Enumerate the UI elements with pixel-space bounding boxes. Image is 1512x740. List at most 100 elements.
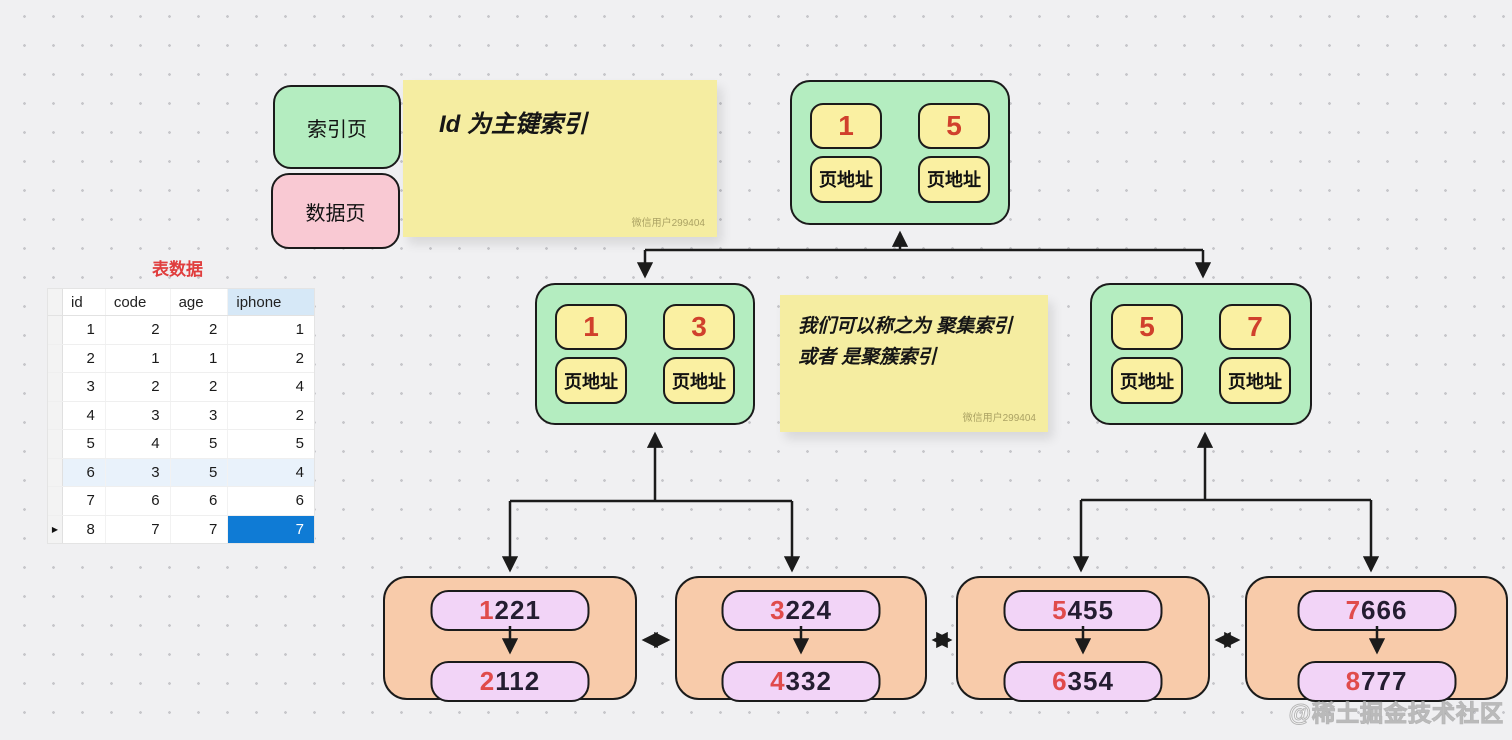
row-selector-header bbox=[48, 289, 63, 315]
row-values: 332 bbox=[785, 666, 832, 696]
cell: 4 bbox=[295, 378, 304, 396]
cell: 5 bbox=[295, 435, 304, 453]
index-node-root[interactable]: 1 页地址 5 页地址 bbox=[790, 80, 1010, 225]
row-selector bbox=[48, 401, 63, 429]
index-node-left[interactable]: 1 页地址 3 页地址 bbox=[535, 283, 755, 425]
row-selector bbox=[48, 458, 63, 486]
note-watermark: 微信用户299404 bbox=[962, 413, 1036, 424]
row-selector bbox=[48, 487, 63, 515]
cell: 4 bbox=[228, 458, 314, 486]
cell: 3 bbox=[63, 373, 106, 401]
row-values: 666 bbox=[1361, 595, 1408, 625]
note-primary-key-text: Id 为主键索引 bbox=[439, 111, 587, 138]
index-key-box: 1 bbox=[555, 304, 627, 350]
cell: 2 bbox=[295, 349, 304, 367]
column-header-age: age bbox=[171, 289, 229, 315]
row-id: 7 bbox=[1345, 595, 1362, 625]
table-row: 3 2 2 4 bbox=[48, 373, 314, 402]
table-title: 表数据 bbox=[152, 260, 203, 279]
cell: 7 bbox=[171, 515, 229, 543]
cell: 1 bbox=[295, 321, 304, 339]
community-watermark: @稀土掘金技术社区 bbox=[1288, 700, 1504, 727]
row-id: 8 bbox=[1345, 666, 1362, 696]
table-row: 4 3 3 2 bbox=[48, 401, 314, 430]
row-id: 2 bbox=[479, 666, 496, 696]
note-clustered-index[interactable]: 我们可以称之为 聚集索引 或者 是聚簇索引 微信用户299404 bbox=[780, 295, 1048, 432]
row-values: 112 bbox=[495, 666, 541, 696]
page-address-box: 页地址 bbox=[1111, 357, 1183, 404]
table-row: 7 6 6 6 bbox=[48, 487, 314, 516]
row-id: 4 bbox=[770, 666, 786, 696]
table-row: 1 2 2 1 bbox=[48, 316, 314, 345]
legend-index-page[interactable]: 索引页 bbox=[273, 85, 401, 169]
note-watermark: 微信用户299404 bbox=[631, 218, 705, 229]
current-row-marker: ▶ bbox=[48, 515, 63, 543]
index-key: 5 bbox=[946, 109, 962, 141]
index-key: 1 bbox=[838, 109, 854, 141]
table-row: 2 1 1 2 bbox=[48, 344, 314, 373]
cell: 2 bbox=[171, 316, 229, 344]
cell: 2 bbox=[295, 406, 304, 424]
table-row: 6 3 5 4 bbox=[48, 458, 314, 487]
row-selector bbox=[48, 373, 63, 401]
index-key-box: 5 bbox=[918, 102, 990, 149]
page-address-box: 页地址 bbox=[1219, 357, 1291, 404]
cell: 6 bbox=[295, 492, 304, 510]
row-selector bbox=[48, 316, 63, 344]
cell: 6 bbox=[106, 487, 171, 515]
cell: 2 bbox=[106, 316, 171, 344]
cell: 7 bbox=[106, 515, 171, 543]
page-address-box: 页地址 bbox=[810, 155, 882, 203]
cell: 6 bbox=[63, 458, 106, 486]
row-id: 1 bbox=[479, 595, 495, 625]
legend-data-page[interactable]: 数据页 bbox=[271, 173, 400, 249]
table-row-current: ▶ 8 7 7 7 bbox=[48, 515, 314, 543]
cell: 1 bbox=[106, 344, 171, 372]
row-selector bbox=[48, 430, 63, 458]
page-address-box: 页地址 bbox=[918, 155, 990, 203]
page-address-box: 页地址 bbox=[663, 357, 735, 404]
cell: 2 bbox=[171, 373, 229, 401]
row-values: 354 bbox=[1067, 666, 1114, 696]
cell: 3 bbox=[106, 401, 171, 429]
index-key-box: 5 bbox=[1111, 304, 1183, 350]
note-primary-key[interactable]: Id 为主键索引 微信用户299404 bbox=[403, 80, 717, 237]
column-header-id: id bbox=[63, 289, 106, 315]
cell: 5 bbox=[170, 458, 229, 486]
cell: 1 bbox=[63, 316, 106, 344]
index-key: 7 bbox=[1247, 311, 1263, 342]
selected-cell[interactable]: 7 bbox=[228, 515, 314, 543]
row-id: 3 bbox=[770, 595, 786, 625]
cell: 3 bbox=[105, 458, 171, 486]
index-key-box: 1 bbox=[810, 102, 882, 149]
column-header-iphone: iphone bbox=[228, 289, 314, 315]
cell: 1 bbox=[171, 344, 229, 372]
row-values: 224 bbox=[785, 595, 832, 625]
row-values: 221 bbox=[494, 595, 541, 625]
cell: 2 bbox=[106, 373, 171, 401]
index-node-right[interactable]: 5 页地址 7 页地址 bbox=[1090, 283, 1312, 425]
index-key-box: 3 bbox=[663, 304, 735, 350]
row-id: 5 bbox=[1052, 595, 1068, 625]
index-key: 3 bbox=[691, 311, 707, 342]
index-key: 5 bbox=[1139, 311, 1155, 342]
page-address-box: 页地址 bbox=[555, 357, 627, 404]
row-values: 777 bbox=[1361, 666, 1408, 696]
index-key: 1 bbox=[583, 311, 599, 342]
legend-index-page-label: 索引页 bbox=[307, 118, 367, 141]
data-table[interactable]: id code age iphone 1 2 2 1 2 1 1 2 3 2 2… bbox=[48, 289, 314, 543]
row-values: 455 bbox=[1067, 595, 1114, 625]
cell: 2 bbox=[63, 344, 106, 372]
